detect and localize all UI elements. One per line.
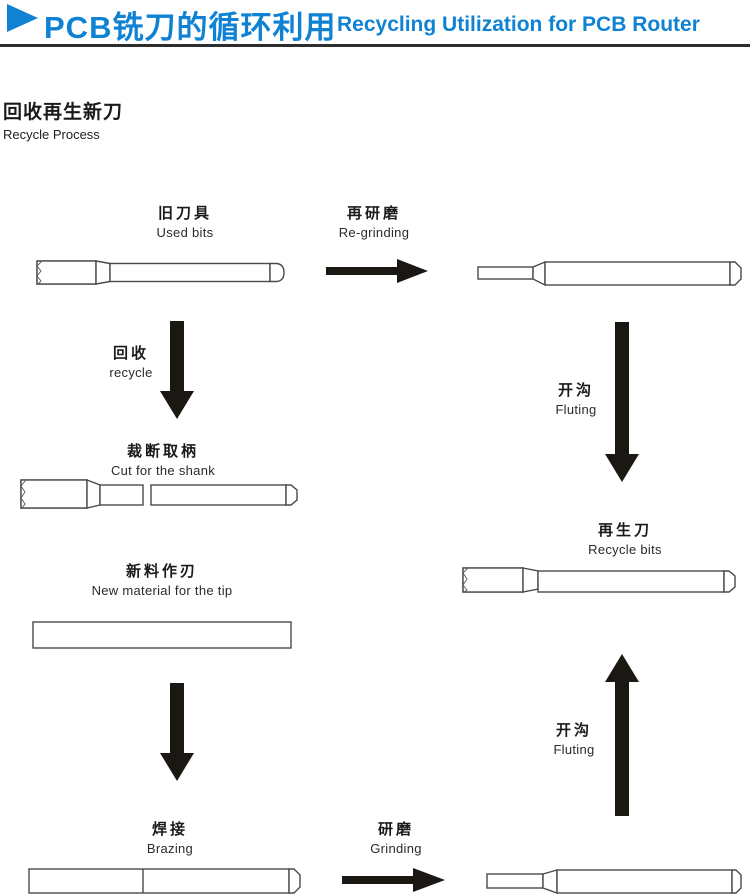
label-used-bits: 旧刀具 Used bits bbox=[156, 205, 214, 240]
header-divider bbox=[0, 44, 750, 47]
arrow-up-fluting-icon bbox=[605, 654, 639, 816]
arrow-down-brazing-icon bbox=[160, 683, 194, 781]
arrow-right-grinding-icon bbox=[342, 868, 445, 892]
label-fluting-bottom: 开沟 Fluting bbox=[553, 722, 595, 757]
page-title-zh: PCB铣刀的循环利用 bbox=[44, 10, 337, 45]
ground-blank-drawing bbox=[486, 869, 742, 894]
section-title-zh: 回收再生新刀 bbox=[3, 102, 124, 123]
new-material-bar-drawing bbox=[32, 621, 292, 649]
label-cut-for-shank: 裁断取柄 Cut for the shank bbox=[110, 443, 216, 478]
recycle-bit-drawing bbox=[462, 567, 736, 593]
label-recycle-bits: 再生刀 Recycle bits bbox=[588, 522, 662, 557]
arrow-down-fluting-icon bbox=[605, 322, 639, 482]
label-recycle: 回收 recycle bbox=[109, 345, 153, 380]
label-new-material: 新料作刃 New material for the tip bbox=[91, 563, 233, 598]
section-title: 回收再生新刀 Recycle Process bbox=[3, 97, 123, 142]
label-brazing: 焊接 Brazing bbox=[146, 821, 194, 856]
cut-bit-drawing bbox=[20, 478, 298, 509]
label-grinding: 研磨 Grinding bbox=[370, 821, 422, 856]
label-fluting-top: 开沟 Fluting bbox=[555, 382, 597, 417]
used-bit-drawing bbox=[36, 260, 285, 285]
arrow-down-recycle-icon bbox=[160, 321, 194, 419]
page-title-en: Recycling Utilization for PCB Router bbox=[337, 13, 700, 36]
header-arrow-icon bbox=[7, 4, 38, 32]
reground-bit-drawing bbox=[477, 260, 742, 287]
brazed-bar-drawing bbox=[28, 868, 301, 894]
arrow-right-regrinding-icon bbox=[326, 259, 428, 283]
section-title-en: Recycle Process bbox=[3, 127, 100, 142]
label-regrinding: 再研磨 Re-grinding bbox=[338, 205, 410, 240]
